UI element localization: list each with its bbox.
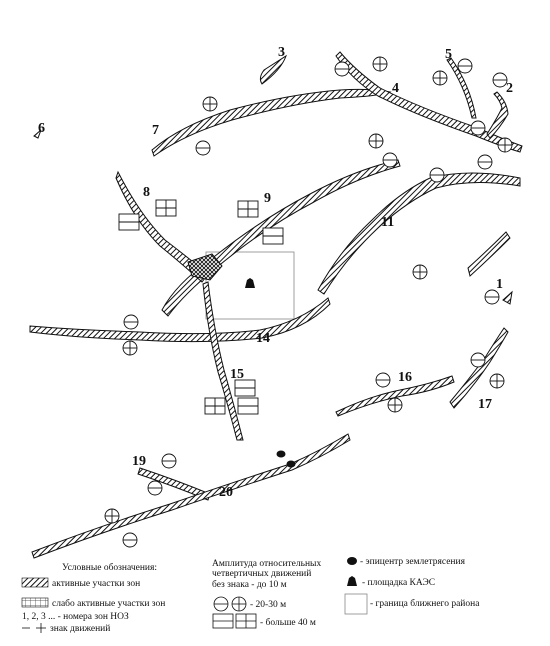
fault-zone-19 — [137, 467, 211, 501]
sym-minus — [161, 453, 177, 469]
zone-label-14: 14 — [256, 331, 270, 346]
sym-grid-plus — [155, 199, 177, 217]
zone-label-3: 3 — [278, 45, 285, 60]
sym-plus — [368, 133, 384, 149]
sym-minus — [492, 72, 508, 88]
legend-site-icon — [347, 576, 357, 586]
legend-amplitude-line1: Амплитуда относительных — [212, 559, 321, 569]
sym-plus — [104, 508, 120, 524]
sym-grid-plus — [204, 397, 226, 415]
sym-grid-minus — [234, 379, 256, 397]
fault-zone-15 — [202, 281, 244, 441]
fault-zone-7 — [151, 88, 392, 157]
sym-minus — [147, 480, 163, 496]
fault-zone-6 — [33, 129, 42, 139]
legend: Условные обозначения: активные участки з… — [21, 557, 480, 634]
sym-plus — [122, 340, 138, 356]
sym-minus — [429, 167, 445, 183]
sym-grid-minus — [262, 227, 284, 245]
zone-label-11: 11 — [381, 215, 394, 230]
sym-plus — [202, 96, 218, 112]
legend-boundary-icon — [344, 593, 368, 615]
fault-zone-11 — [317, 172, 521, 295]
sym-plus — [432, 70, 448, 86]
legend-weak-swatch — [21, 597, 49, 608]
sym-minus — [470, 120, 486, 136]
zone-label-6: 6 — [38, 121, 45, 136]
fault-zone-20 — [31, 433, 351, 559]
zone-label-7: 7 — [152, 123, 159, 138]
zone-label-2: 2 — [506, 81, 513, 96]
legend-active: активные участки зон — [52, 579, 140, 589]
legend-boundary: - граница ближнего района — [370, 598, 480, 609]
earthquake-epicenter — [286, 460, 296, 468]
legend-weak: слабо активные участки зон — [52, 598, 165, 609]
legend-title: Условные обозначения: — [62, 562, 157, 573]
legend-circle-icons — [213, 596, 247, 612]
fault-zone-14 — [29, 297, 331, 343]
sym-plus — [497, 137, 513, 153]
sym-minus — [484, 289, 500, 305]
zone-label-1: 1 — [496, 277, 503, 292]
sym-plus — [489, 373, 505, 389]
legend-range-20-30: - 20-30 м — [250, 600, 286, 610]
sym-minus — [382, 152, 398, 168]
sym-minus — [477, 154, 493, 170]
sym-minus — [375, 372, 391, 388]
legend-grid-icons — [212, 613, 257, 629]
fault-zone-8-weak — [187, 253, 223, 281]
fault-zone-3 — [259, 54, 287, 85]
sym-plus — [387, 397, 403, 413]
fault-zone-17 — [449, 327, 509, 409]
legend-epicenter: - эпицентр землетрясения — [360, 557, 466, 567]
earthquake-epicenter — [276, 450, 286, 458]
sym-grid-minus — [237, 397, 259, 415]
zone-label-8: 8 — [143, 185, 150, 200]
fault-zone-5 — [446, 57, 477, 119]
fault-zone-16 — [335, 375, 455, 417]
movement-symbols — [104, 56, 513, 548]
zone-label-9: 9 — [264, 191, 271, 206]
fault-zone-1 — [467, 231, 511, 277]
zone-label-5: 5 — [445, 47, 452, 62]
zone-labels: 1 2 3 4 5 6 7 8 9 11 14 15 16 17 19 20 — [38, 45, 513, 500]
zone-label-4: 4 — [392, 81, 399, 96]
legend-more-40: - больше 40 м — [260, 617, 316, 628]
zone-label-17: 17 — [478, 397, 492, 412]
zone-label-19: 19 — [132, 454, 146, 469]
sym-plus — [412, 264, 428, 280]
sym-grid-minus — [118, 213, 140, 231]
legend-epicenter-icon — [347, 557, 357, 565]
sym-minus — [195, 140, 211, 156]
fault-zone-2 — [486, 91, 509, 139]
sym-minus — [457, 58, 473, 74]
fault-zone-1-tip — [502, 290, 513, 305]
legend-site: - площадка КАЭС — [362, 578, 435, 588]
sym-minus — [470, 352, 486, 368]
large-amplitude-symbols — [118, 199, 284, 415]
sym-minus — [334, 61, 350, 77]
sym-plus — [372, 56, 388, 72]
sym-grid-plus — [237, 200, 259, 218]
fault-zone-4 — [335, 51, 523, 153]
legend-no-sign: без знака - до 10 м — [212, 579, 287, 590]
legend-sign-icon — [22, 623, 46, 633]
fault-zones — [29, 51, 523, 559]
legend-amplitude-line2: четвертичных движений — [212, 568, 311, 579]
zone-label-15: 15 — [230, 367, 244, 382]
legend-sign: знак движений — [50, 623, 110, 634]
sym-minus — [122, 532, 138, 548]
legend-active-swatch — [21, 577, 49, 588]
sym-minus — [123, 314, 139, 330]
kaes-site-marker — [245, 278, 255, 288]
legend-numbers: 1, 2, 3 ... - номера зон НОЗ — [22, 612, 129, 622]
zone-label-20: 20 — [219, 485, 233, 500]
zone-label-16: 16 — [398, 370, 412, 385]
